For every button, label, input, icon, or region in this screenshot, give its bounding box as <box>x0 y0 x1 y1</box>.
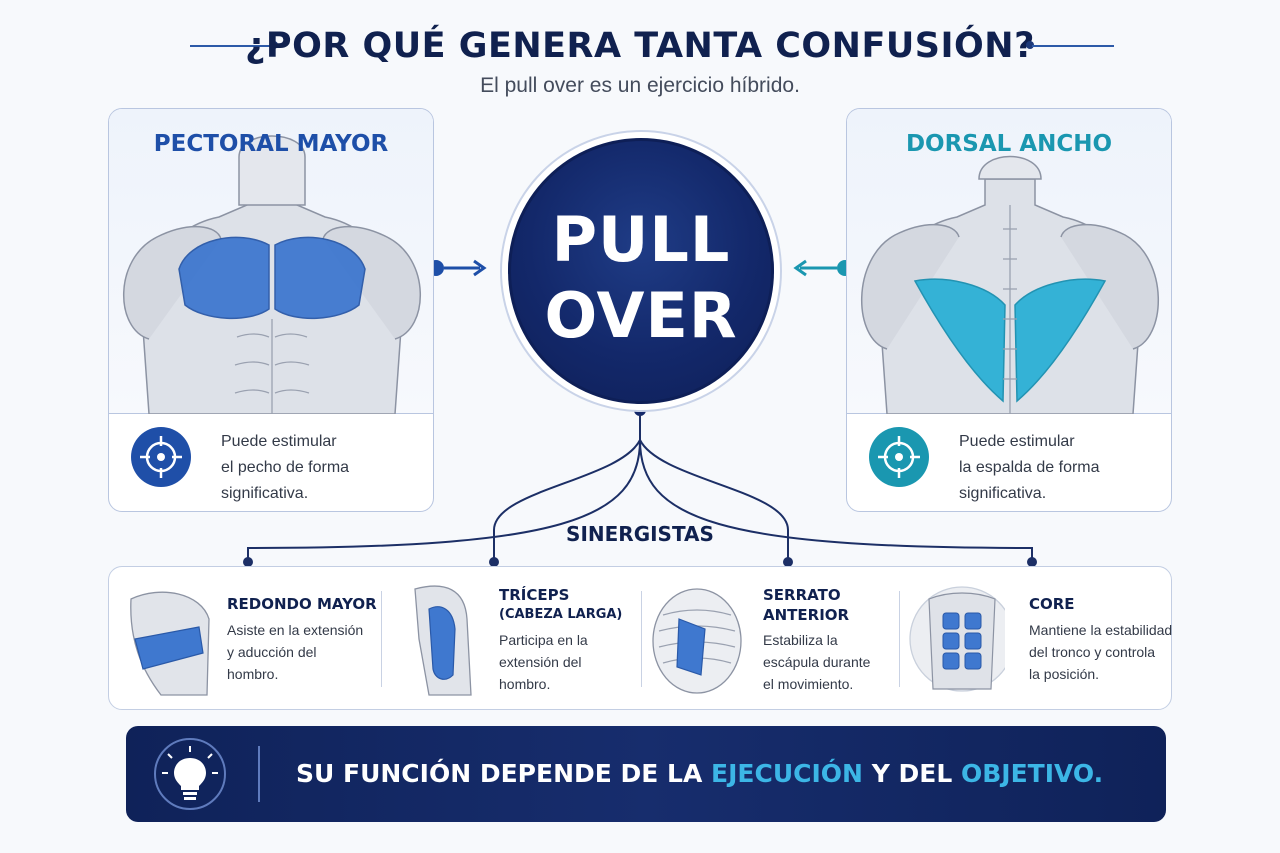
synergist-core: CORE Mantiene la estabilidad del tronco … <box>907 567 1173 711</box>
conclusion-text-part1: SU FUNCIÓN DEPENDE DE LA <box>296 759 712 788</box>
arm-illustration <box>414 585 472 696</box>
page-title: ¿POR QUÉ GENERA TANTA CONFUSIÓN? <box>245 26 1035 66</box>
synergist-desc-line: la posición. <box>1029 666 1100 682</box>
abs-illustration <box>909 586 1005 692</box>
ribcage-illustration <box>652 588 742 694</box>
synergist-name-line: SERRATO <box>763 586 841 604</box>
dorsal-text-line: significativa. <box>959 485 1047 502</box>
dorsal-card: DORSAL ANCHO Puede estimular la espalda … <box>846 108 1172 512</box>
pectoral-card: PECTORAL MAYOR Puede estimular el pecho … <box>108 108 434 512</box>
back-illustration <box>860 155 1160 414</box>
synergist-desc-line: Mantiene la estabilidad <box>1029 622 1173 638</box>
synergist-desc-line: Asiste en la extensión <box>227 622 364 638</box>
synergist-desc-line: escápula durante <box>763 654 871 670</box>
circle-node-bottom <box>634 404 646 416</box>
synergist-triceps: TRÍCEPS (CABEZA LARGA) Participa en la e… <box>391 567 641 711</box>
dorsal-target-badge <box>869 427 929 487</box>
synergist-desc-line: el movimiento. <box>763 676 854 692</box>
banner-divider <box>258 746 260 802</box>
title-dot-left <box>270 41 278 49</box>
synergist-desc-line: y aducción del <box>227 644 317 660</box>
pectoral-description: Puede estimular el pecho de forma signif… <box>221 429 421 507</box>
synergist-description: Participa en la extensión del hombro. <box>499 629 649 695</box>
page-subtitle: El pull over es un ejercicio híbrido. <box>480 74 800 97</box>
synergist-divider <box>381 591 382 687</box>
chest-illustration <box>122 135 422 414</box>
pectoral-illustration-area: PECTORAL MAYOR <box>109 109 433 414</box>
synergist-name: REDONDO MAYOR <box>227 594 377 614</box>
conclusion-highlight-ejecucion: EJECUCIÓN <box>711 759 863 788</box>
dorsal-title: DORSAL ANCHO <box>905 131 1113 157</box>
synergist-serrato-anterior <box>647 567 897 711</box>
title-rule-left <box>190 45 272 47</box>
synergist-redondo-mayor: REDONDO MAYOR Asiste en la extensión y a… <box>109 567 379 711</box>
pectoral-text-line: Puede estimular <box>221 433 337 450</box>
synergist-name-line: ANTERIOR <box>763 606 850 624</box>
synergist-name-line: CORE <box>1029 595 1075 613</box>
pullover-label-line1: PULL <box>551 203 731 276</box>
pullover-label-line2: OVER <box>544 279 738 352</box>
lightbulb-badge <box>154 738 226 810</box>
synergist-name: TRÍCEPS (CABEZA LARGA) <box>499 585 622 625</box>
target-icon <box>140 436 182 478</box>
target-icon <box>878 436 920 478</box>
conclusion-banner: SU FUNCIÓN DEPENDE DE LA EJECUCIÓN Y DEL… <box>126 726 1166 822</box>
conclusion-text: SU FUNCIÓN DEPENDE DE LA EJECUCIÓN Y DEL… <box>296 759 1103 788</box>
title-dot-right <box>1026 41 1034 49</box>
synergist-description: Asiste en la extensión y aducción del ho… <box>227 619 377 685</box>
conclusion-highlight-objetivo: OBJETIVO. <box>960 759 1104 788</box>
synergist-desc-line: Estabiliza la <box>763 632 838 648</box>
dorsal-illustration-area: DORSAL ANCHO <box>847 109 1171 414</box>
synergist-divider <box>641 591 642 687</box>
synergist-name: SERRATO ANTERIOR <box>763 585 849 625</box>
pectoral-target-badge <box>131 427 191 487</box>
dorsal-text-line: Puede estimular <box>959 433 1075 450</box>
pectoral-title: PECTORAL MAYOR <box>153 131 389 157</box>
synergist-name: CORE <box>1029 594 1075 614</box>
synergist-desc-line: del tronco y controla <box>1029 644 1156 660</box>
synergist-description: Estabiliza la escápula durante el movimi… <box>763 629 913 695</box>
pectoral-text-line: significativa. <box>221 485 309 502</box>
conclusion-text-part2: Y DEL <box>862 759 961 788</box>
shoulder-illustration <box>130 591 210 696</box>
dorsal-description: Puede estimular la espalda de forma sign… <box>959 429 1159 507</box>
synergists-panel: REDONDO MAYOR Asiste en la extensión y a… <box>108 566 1172 710</box>
dorsal-text-line: la espalda de forma <box>959 459 1100 476</box>
title-rule-right <box>1032 45 1114 47</box>
synergist-desc-line: extensión del <box>499 654 582 670</box>
synergist-desc-line: Participa en la <box>499 632 588 648</box>
pectoral-text-line: el pecho de forma <box>221 459 350 476</box>
synergists-title: SINERGISTAS <box>566 522 714 546</box>
pullover-circle: PULL OVER <box>508 138 774 404</box>
synergist-divider <box>899 591 900 687</box>
synergist-name-line: TRÍCEPS <box>499 586 570 604</box>
synergist-name-line: REDONDO MAYOR <box>227 595 377 613</box>
lightbulb-icon <box>162 746 218 800</box>
synergist-description: Mantiene la estabilidad del tronco y con… <box>1029 619 1173 685</box>
synergist-desc-line: hombro. <box>499 676 551 692</box>
synergist-name-line: (CABEZA LARGA) <box>499 607 623 622</box>
synergist-desc-line: hombro. <box>227 666 279 682</box>
